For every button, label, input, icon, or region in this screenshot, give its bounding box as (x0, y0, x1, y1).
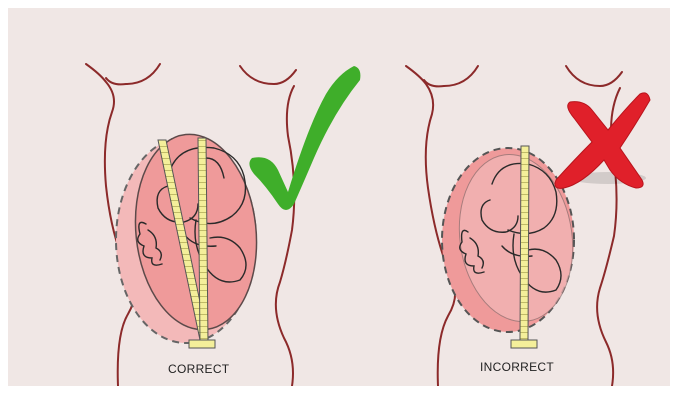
fundal-height-diagram (8, 8, 670, 386)
correct-panel (86, 64, 360, 386)
incorrect-panel (406, 66, 650, 386)
incorrect-label: INCORRECT (480, 360, 554, 374)
diagram-frame: CORRECT INCORRECT (8, 8, 670, 386)
correct-label: CORRECT (168, 362, 229, 376)
x-mark-icon (555, 93, 650, 188)
check-mark-icon (249, 66, 360, 210)
